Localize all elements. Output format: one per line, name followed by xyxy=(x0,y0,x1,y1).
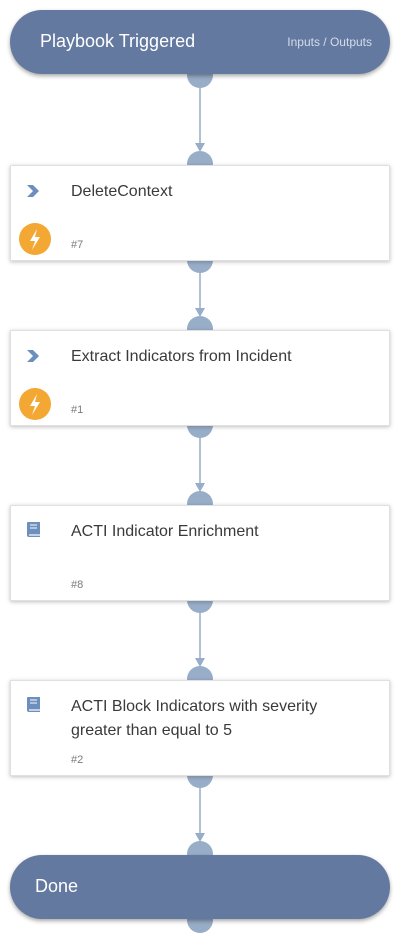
book-icon xyxy=(27,522,40,537)
chevron-icon xyxy=(27,350,39,362)
task-id: #1 xyxy=(71,404,84,416)
sub-playbook-node[interactable]: ACTI Block Indicators with severity grea… xyxy=(10,680,390,776)
arrow-head xyxy=(195,308,205,317)
automation-badge-icon xyxy=(19,223,51,255)
arrow-head xyxy=(195,143,205,152)
chevron-icon xyxy=(27,185,39,197)
task-node[interactable]: Extract Indicators from Incident #1 xyxy=(10,330,390,426)
arrow-head xyxy=(195,833,205,842)
task-id: #8 xyxy=(71,579,84,591)
start-node-title: Playbook Triggered xyxy=(40,31,196,51)
task-node[interactable]: DeleteContext #7 xyxy=(10,165,390,261)
sub-playbook-node[interactable]: ACTI Indicator Enrichment #8 xyxy=(10,505,390,601)
done-node[interactable]: Done xyxy=(10,855,390,919)
end-node-title: Done xyxy=(35,876,79,896)
task-name: DeleteContext xyxy=(71,183,173,200)
arrow-head xyxy=(195,483,205,492)
inputs-outputs-link[interactable]: Inputs / Outputs xyxy=(287,35,372,49)
task-id: #7 xyxy=(71,239,84,251)
arrow-head xyxy=(195,658,205,667)
automation-badge-icon xyxy=(19,388,51,420)
playbook-triggered-node[interactable]: Playbook Triggered Inputs / Outputs xyxy=(10,10,390,74)
task-id: #2 xyxy=(71,754,84,766)
task-name: ACTI Indicator Enrichment xyxy=(71,523,259,540)
task-name: ACTI Block Indicators with severity grea… xyxy=(71,698,318,739)
task-name: Extract Indicators from Incident xyxy=(71,348,292,365)
book-icon xyxy=(27,697,40,712)
